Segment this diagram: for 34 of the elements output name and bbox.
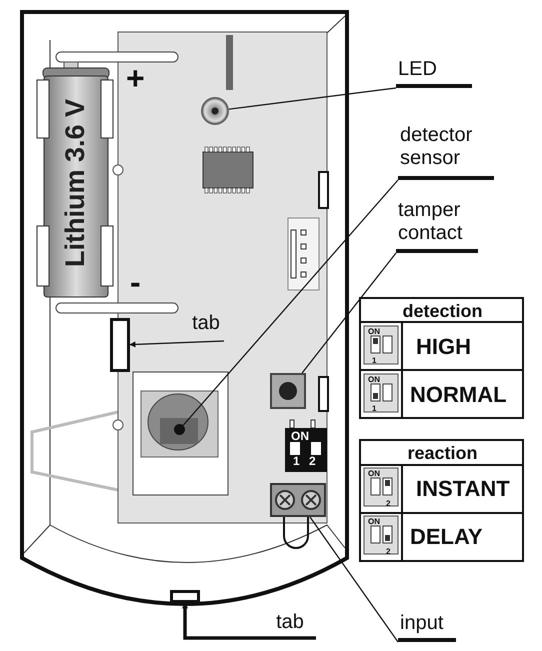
option-label: INSTANT [416,476,510,502]
option-label: NORMAL [410,382,507,408]
leader-line [302,252,396,374]
switch-label: ON [368,517,380,526]
callout-label: LED [396,58,472,88]
switch-number: 1 [372,356,376,365]
switch-label: ON [291,430,309,443]
plus-sign: + [126,62,145,94]
leader-line [182,180,398,426]
table-header: reaction [406,442,479,464]
battery-label: Lithium 3.6 V [60,98,90,270]
leader-line [228,87,396,110]
callout-label: tab [264,610,316,638]
switch-label: ON [368,469,380,478]
switch-number: 2 [309,455,316,468]
switch-label: ON [368,375,380,384]
tamper-switch [270,373,306,409]
latch-tab [170,590,200,603]
latch-tab [110,318,130,372]
option-label: DELAY [410,524,483,550]
arrow [182,602,316,640]
switch-number: 1 [372,404,376,413]
callout-label: tab [188,311,224,341]
terminal-block [270,483,326,517]
switch-label: ON [368,327,380,336]
leader-line [310,516,398,642]
option-label: HIGH [416,334,471,360]
minus-sign: - [130,266,141,298]
callout-label: detector sensor [398,124,494,180]
callout-label: tamper contact [396,199,478,253]
arrow [129,340,224,348]
switch-number: 1 [293,455,300,468]
callout-label: input [398,612,456,642]
table-header: detection [401,300,484,322]
